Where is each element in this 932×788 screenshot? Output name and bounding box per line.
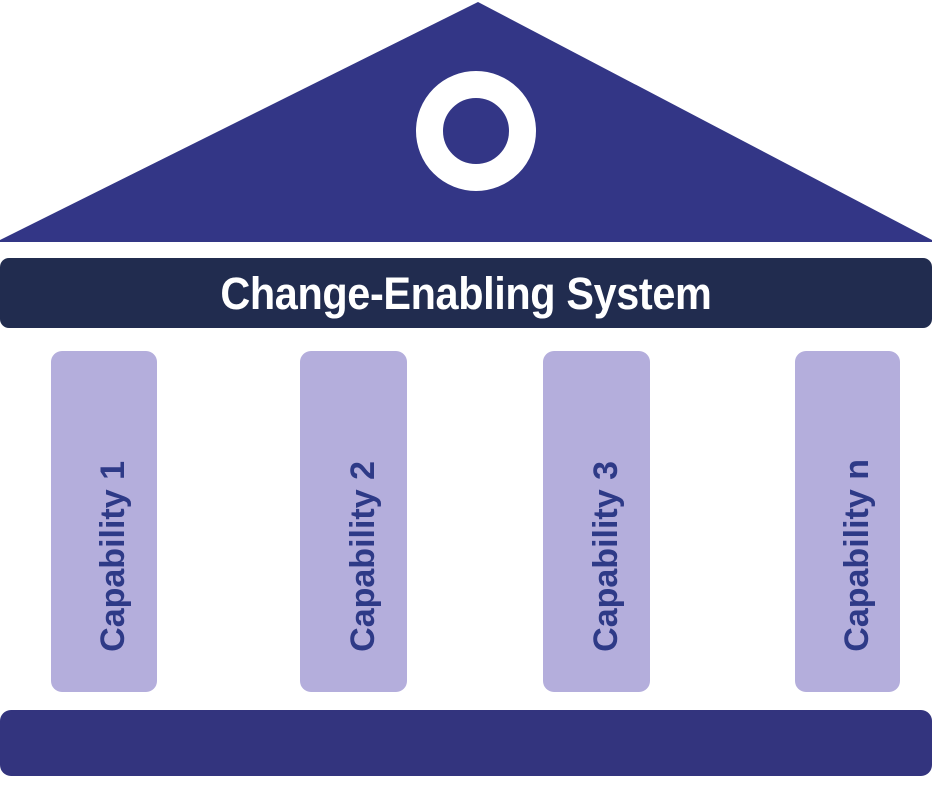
ring-emblem-icon [416,71,536,191]
capability-column-4[interactable]: Capability n [795,351,900,692]
capability-label-wrap-4: Capability n [795,351,900,692]
capability-label-wrap-1: Capability 1 [51,351,157,692]
capability-label-3: Capability 3 [586,461,625,652]
page-title: Change-Enabling System [220,267,712,319]
capability-column-3[interactable]: Capability 3 [543,351,650,692]
capability-label-4: Capability n [837,459,876,652]
base-bar [0,710,932,776]
capability-label-wrap-2: Capability 2 [300,351,407,692]
title-bar: Change-Enabling System [0,258,932,328]
capability-label-1: Capability 1 [94,461,132,652]
capability-column-1[interactable]: Capability 1 [51,351,157,692]
capability-label-2: Capability 2 [343,461,382,652]
capability-label-wrap-3: Capability 3 [543,351,650,692]
capability-column-2[interactable]: Capability 2 [300,351,407,692]
